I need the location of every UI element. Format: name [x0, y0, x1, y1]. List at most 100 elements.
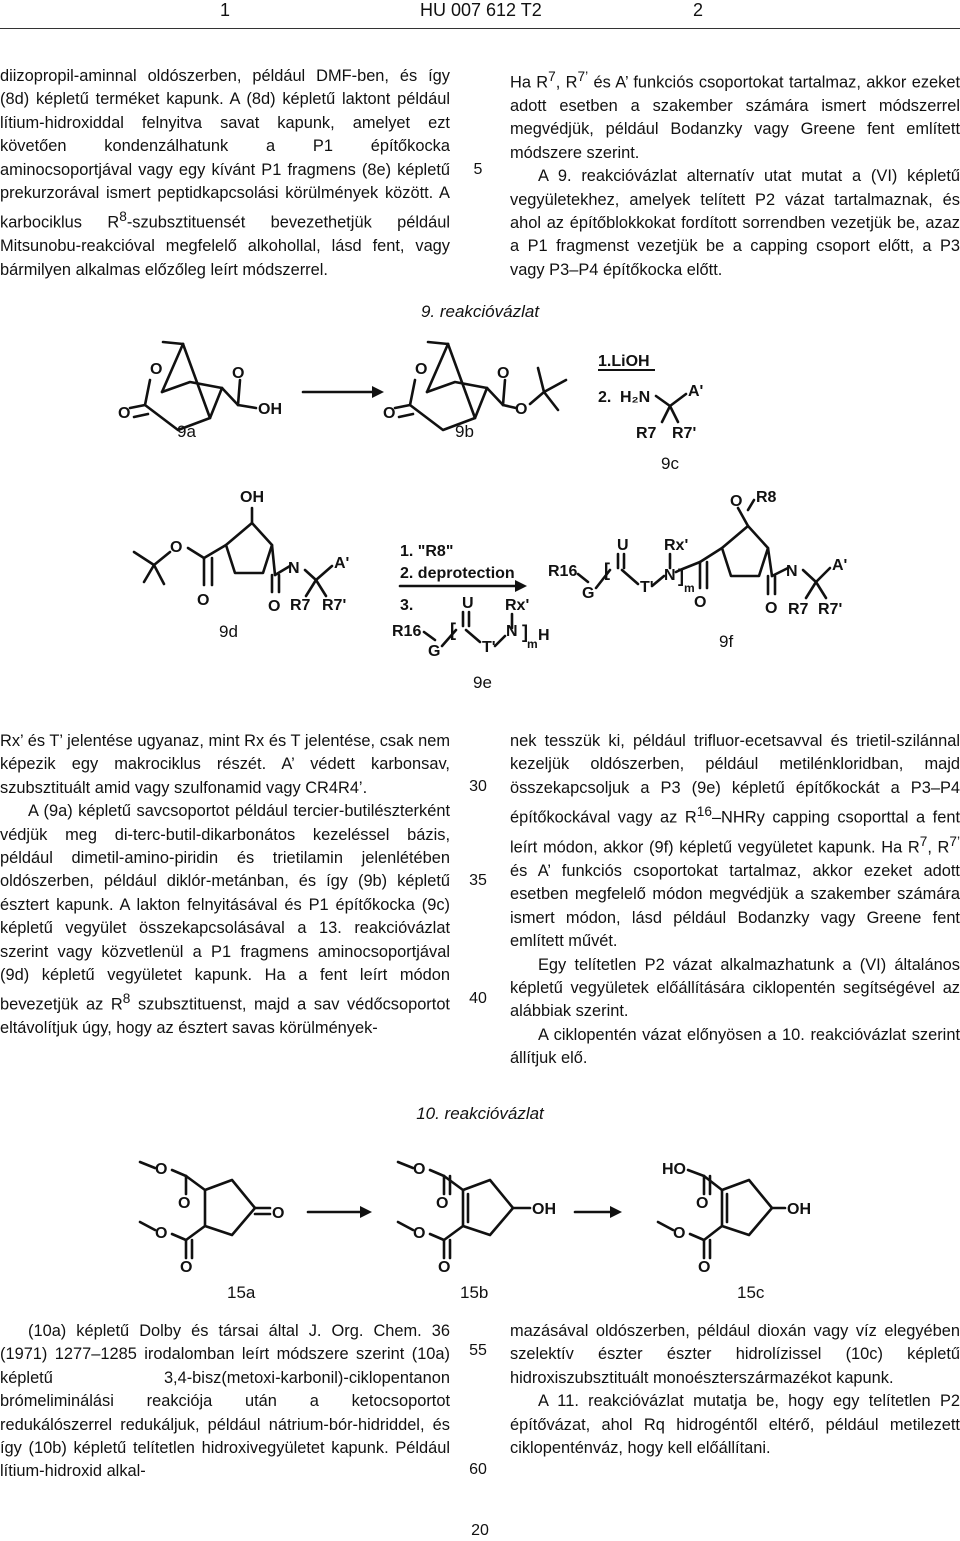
svg-text:O: O	[696, 1195, 708, 1212]
compound-9f-structure: O R8 O O N A' R7 R7' R16 G [ U T' Rx' N …	[548, 489, 847, 618]
svg-text:Rx': Rx'	[505, 597, 529, 614]
svg-text:O: O	[197, 592, 209, 609]
svg-text:O: O	[232, 365, 244, 382]
line-number: 5	[473, 161, 483, 178]
compound-label-9f: 9f	[719, 632, 734, 651]
compound-label-9c: 9c	[661, 454, 679, 473]
header-rule	[0, 28, 960, 29]
svg-text:1.LiOH: 1.LiOH	[598, 353, 650, 370]
paragraph: A 9. reakcióvázlat alternatív utat mutat…	[510, 167, 960, 279]
svg-text:2. deprotection: 2. deprotection	[400, 565, 515, 582]
scheme-9-title: 9. reakcióvázlat	[420, 302, 540, 321]
svg-text:O: O	[436, 1195, 448, 1212]
svg-text:G: G	[582, 585, 594, 602]
svg-text:R16: R16	[548, 563, 577, 580]
paragraph: A 11. reakcióvázlat mutatja be, hogy egy…	[510, 1392, 960, 1458]
scheme-10-diagram: O O O O O O O O O OH	[138, 1160, 811, 1276]
line-number: 40	[469, 990, 487, 1007]
paragraph: nek tesszük ki, például trifluor-ecetsav…	[510, 732, 960, 951]
compound-label-15c: 15c	[737, 1283, 765, 1302]
svg-text:[: [	[604, 560, 610, 580]
paragraph: Egy telítetlen P2 vázat alkalmazhatunk a…	[510, 955, 960, 1021]
page-number: 20	[471, 1522, 489, 1539]
paragraph: A (9a) képletű savcsoportot például terc…	[0, 802, 450, 1038]
svg-text:OH: OH	[532, 1201, 556, 1218]
text-column-middle-left: Rx’ és T’ jelentése ugyanaz, mint Rx és …	[0, 730, 450, 1041]
svg-text:O: O	[272, 1205, 284, 1222]
line-number: 35	[469, 872, 487, 889]
svg-text:H₂N: H₂N	[620, 389, 650, 406]
compound-9e-reagents: 1. "R8" 2. deprotection 3. U Rx' R16 G […	[392, 543, 550, 660]
svg-text:O: O	[268, 598, 280, 615]
svg-text:T': T'	[482, 639, 496, 656]
svg-text:A': A'	[832, 557, 847, 574]
svg-text:Rx': Rx'	[664, 537, 688, 554]
compound-9b-structure: O O O O	[383, 340, 568, 432]
svg-text:H: H	[538, 627, 550, 644]
svg-text:OH: OH	[240, 489, 264, 506]
svg-text:U: U	[462, 595, 474, 612]
svg-text:O: O	[150, 361, 162, 378]
svg-text:O: O	[730, 493, 742, 510]
text-column-top-left: diizopropil-aminnal oldószerben, például…	[0, 65, 450, 282]
compound-9c-reagents: 1.LiOH 2. H₂N A' R7 R7'	[598, 353, 703, 442]
svg-text:]: ]	[678, 566, 684, 586]
paragraph: Rx’ és T’ jelentése ugyanaz, mint Rx és …	[0, 732, 450, 797]
compound-label-9d: 9d	[219, 622, 238, 641]
compound-label-15b: 15b	[460, 1283, 489, 1302]
text-column-middle-right: nek tesszük ki, például trifluor-ecetsav…	[510, 730, 960, 1071]
scheme-9-diagram: O O O OH O O O O 1.LiOH 2. H₂N	[118, 340, 847, 660]
reaction-arrow	[573, 1206, 622, 1218]
line-number: 60	[469, 1461, 487, 1478]
svg-text:O: O	[694, 594, 706, 611]
svg-text:1. "R8": 1. "R8"	[400, 543, 453, 560]
svg-text:O: O	[497, 365, 509, 382]
svg-text:N: N	[786, 563, 798, 580]
svg-text:3.: 3.	[400, 597, 413, 614]
svg-text:R7: R7	[636, 425, 657, 442]
svg-text:m: m	[527, 637, 538, 651]
svg-text:O: O	[765, 600, 777, 617]
compound-label-9e: 9e	[473, 673, 492, 692]
svg-text:R16: R16	[392, 623, 421, 640]
scheme-10-title: 10. reakcióvázlat	[416, 1104, 544, 1123]
paragraph: Ha R7, R7’ és A’ funkciós csoportokat ta…	[510, 69, 960, 162]
reaction-arrow	[306, 1206, 372, 1218]
text-column-bottom-right: mazásával oldószerben, például dioxán va…	[510, 1320, 960, 1460]
text-column-top-right: Ha R7, R7’ és A’ funkciós csoportokat ta…	[510, 65, 960, 282]
paragraph: mazásával oldószerben, például dioxán va…	[510, 1322, 960, 1387]
svg-text:O: O	[155, 1225, 167, 1242]
svg-text:A': A'	[688, 383, 703, 400]
svg-text:O: O	[698, 1259, 710, 1276]
svg-text:m: m	[684, 581, 695, 595]
svg-text:R7': R7'	[818, 601, 842, 618]
svg-text:G: G	[428, 643, 440, 660]
text-column-bottom-left: (10a) képletű Dolby és társai által J. O…	[0, 1320, 450, 1484]
svg-text:O: O	[413, 1161, 425, 1178]
compound-15b-structure: O O O O OH	[396, 1160, 556, 1276]
svg-text:U: U	[617, 537, 629, 554]
compound-label-9a: 9a	[177, 422, 196, 441]
svg-text:N: N	[664, 567, 676, 584]
compound-9a-structure: O O O OH	[118, 340, 282, 432]
svg-text:O: O	[415, 361, 427, 378]
compound-label-15a: 15a	[227, 1283, 256, 1302]
svg-text:2.: 2.	[598, 389, 611, 406]
line-number: 55	[469, 1342, 487, 1359]
svg-text:O: O	[170, 539, 182, 556]
header-left-page-number: 1	[220, 0, 231, 20]
svg-text:O: O	[155, 1161, 167, 1178]
svg-text:O: O	[673, 1225, 685, 1242]
svg-text:R7: R7	[290, 597, 311, 614]
svg-text:O: O	[383, 405, 395, 422]
svg-text:T': T'	[640, 579, 654, 596]
header-document-number: HU 007 612 T2	[420, 0, 542, 20]
compound-label-9b: 9b	[455, 422, 474, 441]
compound-15c-structure: HO O O O OH	[656, 1161, 811, 1276]
svg-text:O: O	[515, 401, 527, 418]
svg-text:R7': R7'	[322, 597, 346, 614]
reaction-arrow	[301, 386, 384, 398]
compound-15a-structure: O O O O O	[138, 1160, 284, 1276]
paragraph: (10a) képletű Dolby és társai által J. O…	[0, 1322, 450, 1481]
compound-9d-structure: OH O O O N A' R7 R7'	[132, 489, 349, 615]
